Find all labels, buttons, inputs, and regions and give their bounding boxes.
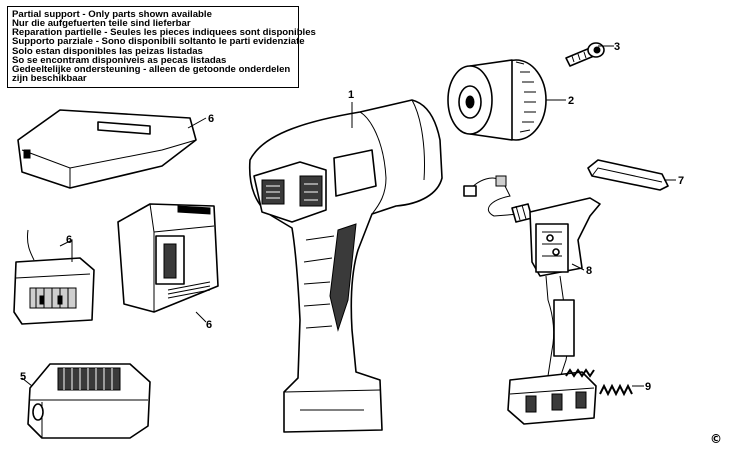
callout-6-stand: 6 xyxy=(206,319,212,331)
notice-line: zijn beschikbaar xyxy=(12,73,87,85)
partial-support-notice: Partial support - Only parts shown avail… xyxy=(7,6,316,88)
copyright-mark: © xyxy=(710,432,722,446)
charger-base-part xyxy=(17,109,197,189)
callout-3: 3 xyxy=(614,41,620,53)
notice-line: Reparation partielle - Seules les pieces… xyxy=(12,27,316,39)
direction-switch-part xyxy=(587,159,669,191)
callout-5: 5 xyxy=(20,371,26,383)
callout-2: 2 xyxy=(568,95,574,107)
springs-part xyxy=(565,368,633,397)
callout-1: 1 xyxy=(348,89,354,101)
notice-line: Nur die aufgefuerten teile sind lieferba… xyxy=(12,18,191,30)
callout-8: 8 xyxy=(586,265,592,277)
callout-9: 9 xyxy=(645,381,651,393)
charger-adapter-part xyxy=(13,229,95,325)
switch-module-part xyxy=(463,175,601,425)
notice-line: Gedeeltelijke ondersteuning - alleen de … xyxy=(12,63,291,75)
battery-pack-part xyxy=(27,363,151,439)
charger-stand-part xyxy=(117,203,219,313)
callout-7: 7 xyxy=(678,175,684,187)
notice-line: Solo estan disponibles las peizas listad… xyxy=(12,45,203,57)
chuck-part xyxy=(447,59,547,141)
drill-body-part xyxy=(248,99,443,433)
notice-line: So se encontram disponiveis as pecas lis… xyxy=(12,54,227,66)
callout-6-base: 6 xyxy=(208,113,214,125)
notice-line: Partial support - Only parts shown avail… xyxy=(12,9,212,20)
notice-line: Supporto parziale - Sono disponibili sol… xyxy=(12,36,305,48)
callout-6-adapter: 6 xyxy=(66,234,72,246)
leader-lines xyxy=(21,45,676,387)
